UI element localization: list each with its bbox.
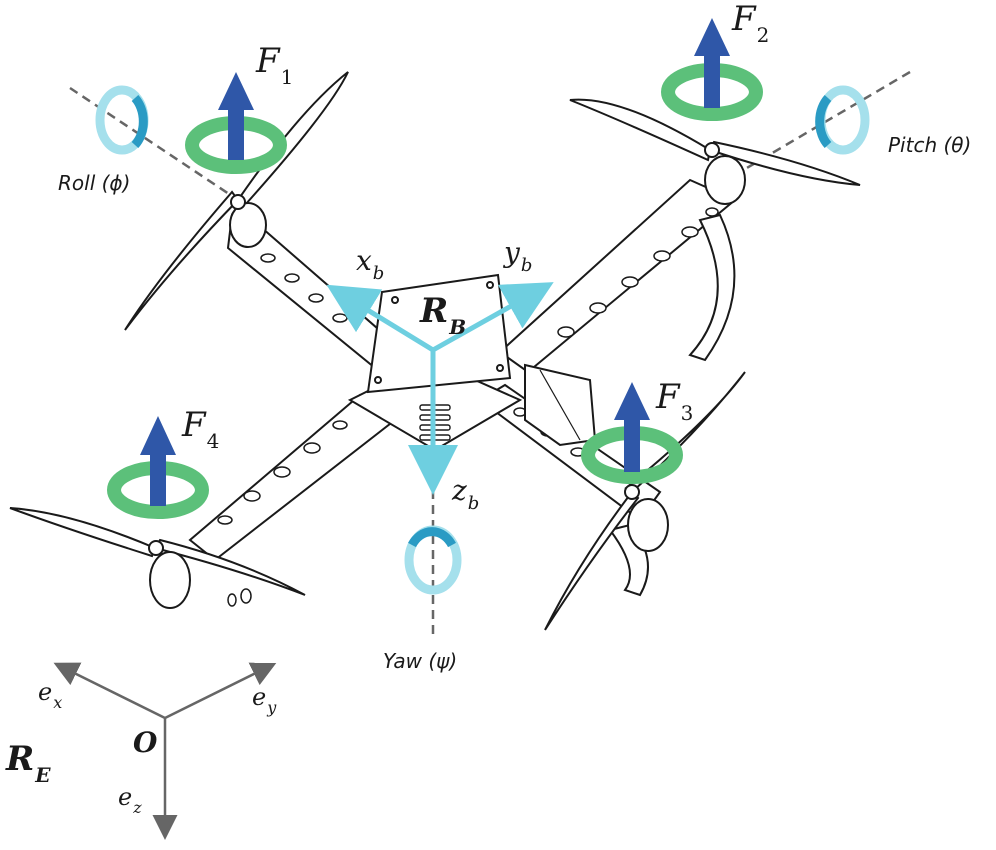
- label-pitch: Pitch (θ): [888, 133, 971, 157]
- arm-rear-left: [188, 393, 397, 562]
- label-f1: F1: [255, 41, 293, 89]
- body-frame-axes: [326, 282, 554, 495]
- earth-frame-axes: [53, 662, 277, 840]
- landing-leg-right: [688, 213, 736, 362]
- label-ex: ex: [38, 678, 62, 712]
- label-f4: F4: [181, 405, 219, 453]
- propeller-blade: [153, 538, 306, 596]
- label-rb: RB: [419, 291, 466, 339]
- label-f3: F3: [655, 377, 693, 425]
- label-ey: ey: [252, 683, 277, 717]
- label-yaw: Yaw (ψ): [383, 649, 457, 673]
- propeller-blade: [569, 98, 712, 162]
- thrust-f4: [107, 416, 209, 519]
- propeller-blade: [236, 71, 349, 207]
- thrust-f3: [581, 382, 683, 484]
- ey-axis: [164, 662, 277, 720]
- label-origin: O: [133, 726, 158, 759]
- label-zb: zb: [451, 474, 479, 514]
- rotor-4: [9, 507, 306, 609]
- propeller-blade: [708, 140, 861, 186]
- flight-controller-board: [366, 273, 512, 394]
- label-yb: yb: [502, 236, 532, 276]
- label-xb: xb: [356, 244, 384, 284]
- label-ez: ez: [118, 783, 142, 817]
- rotor-1: [124, 71, 349, 331]
- yaw-rotation-icon: [404, 525, 462, 595]
- thrust-f2: [661, 18, 763, 121]
- roll-rotation-icon: [95, 85, 149, 155]
- thrust-f1: [185, 72, 287, 174]
- ex-axis: [53, 662, 166, 720]
- propeller-blade: [544, 490, 640, 631]
- yb-axis: [430, 282, 554, 353]
- xb-axis: [326, 284, 436, 353]
- propeller-blade: [9, 507, 157, 558]
- label-re: RE: [5, 739, 51, 787]
- rotor-2: [569, 98, 861, 205]
- label-f2: F2: [731, 0, 769, 47]
- label-roll: Roll (ϕ): [58, 171, 130, 195]
- pitch-rotation-icon: [815, 85, 870, 155]
- propeller-blade: [124, 190, 240, 331]
